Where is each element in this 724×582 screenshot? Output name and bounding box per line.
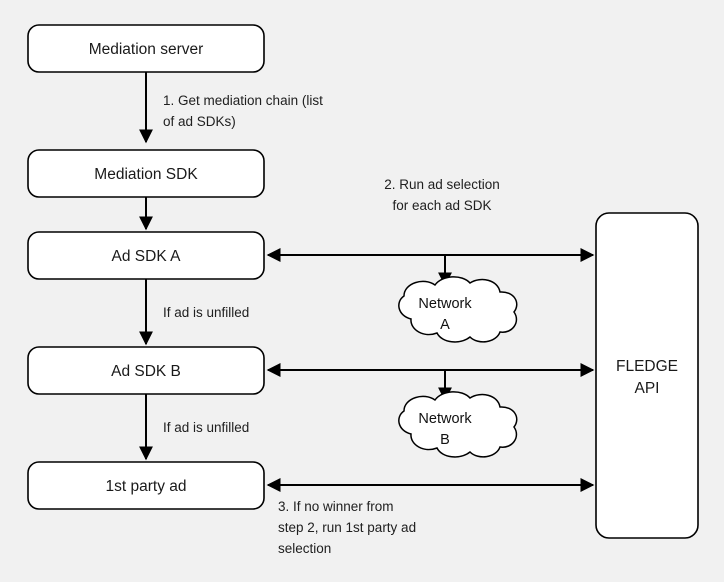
node-first-party-ad[interactable]: [27, 461, 265, 510]
node-fledge-api[interactable]: [595, 212, 699, 539]
node-mediation-server-label: Mediation server: [89, 41, 204, 58]
node-ad-sdk-b[interactable]: [27, 346, 265, 395]
node-fledge-api-label-line1: FLEDGE: [616, 358, 678, 375]
node-fledge-api-label-line2: API: [635, 380, 660, 397]
edge-label-step3-line2: step 2, run 1st party ad: [278, 520, 416, 535]
edge-label-unfilled-a: If ad is unfilled: [163, 305, 249, 320]
node-ad-sdk-b-label: Ad SDK B: [111, 363, 181, 380]
edge-label-unfilled-b: If ad is unfilled: [163, 420, 249, 435]
edge-label-step1-line2: of ad SDKs): [163, 114, 236, 129]
node-ad-sdk-a-label: Ad SDK A: [112, 248, 182, 265]
edge-label-step3-line1: 3. If no winner from: [278, 499, 394, 514]
node-network-b[interactable]: Network B: [398, 391, 518, 458]
node-network-b-label-line1: Network: [418, 411, 472, 427]
node-first-party-ad-label: 1st party ad: [106, 478, 187, 495]
edge-label-step2-line1: 2. Run ad selection: [384, 177, 500, 192]
edge-label-step1-line1: 1. Get mediation chain (list: [163, 93, 323, 108]
node-network-a-label-line2: A: [440, 317, 450, 333]
edge-label-step3-line3: selection: [278, 541, 331, 556]
node-network-a-label-line1: Network: [418, 296, 472, 312]
node-mediation-sdk[interactable]: [27, 149, 265, 198]
node-mediation-server[interactable]: [27, 24, 265, 73]
node-mediation-sdk-label: Mediation SDK: [94, 166, 198, 183]
node-network-a[interactable]: Network A: [398, 276, 518, 343]
node-network-b-label-line2: B: [440, 432, 450, 448]
edge-label-step2-line2: for each ad SDK: [392, 198, 491, 213]
node-ad-sdk-a[interactable]: [27, 231, 265, 280]
